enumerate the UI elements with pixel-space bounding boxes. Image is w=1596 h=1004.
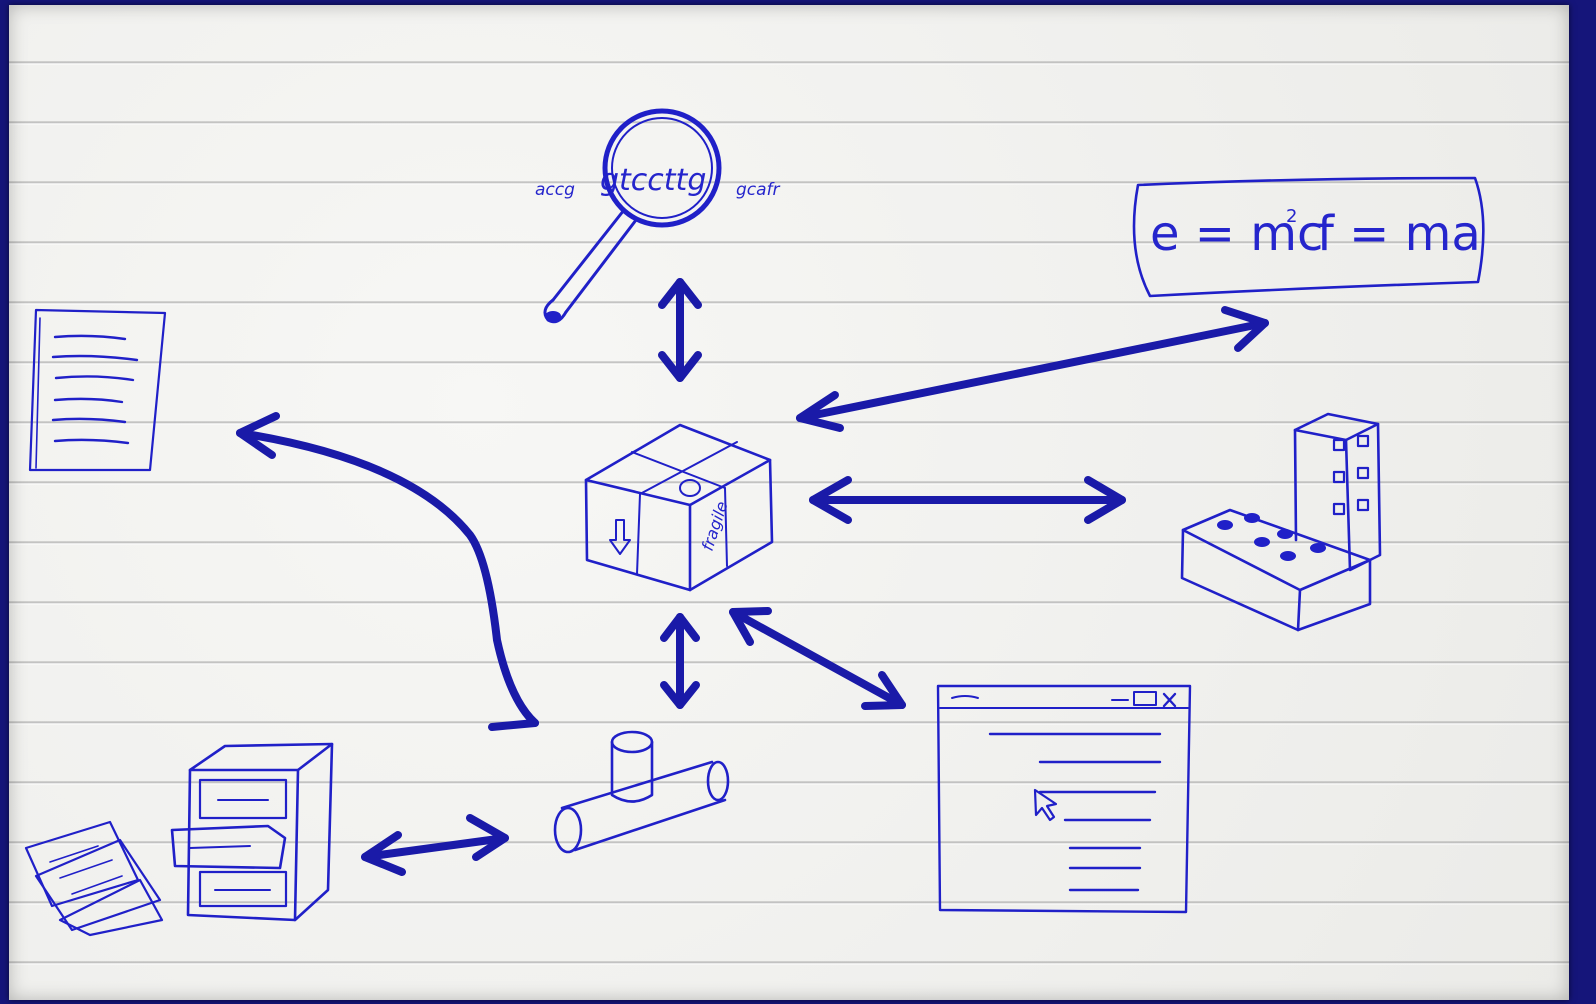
arrow-box-pipe bbox=[660, 613, 700, 709]
application-window-icon bbox=[936, 684, 1192, 914]
equation-first: e = mc bbox=[1150, 206, 1323, 262]
filing-cabinet-icon bbox=[24, 742, 334, 937]
equation-first-exponent: 2 bbox=[1286, 206, 1297, 227]
building-blocks-icon bbox=[1180, 412, 1382, 632]
sequence-left-text: accg bbox=[535, 180, 575, 200]
equation-second: f = ma bbox=[1317, 206, 1481, 262]
notebook-paper bbox=[9, 5, 1569, 1000]
sequence-focus-text: gtccttg bbox=[600, 163, 706, 198]
arrow-box-blocks bbox=[809, 476, 1126, 524]
arrow-pipe-document bbox=[236, 412, 539, 731]
arrow-magnifier-box bbox=[658, 278, 702, 382]
equation-card-icon: e = mc 2 f = ma bbox=[1132, 176, 1485, 298]
arrow-cabinet-pipe bbox=[361, 814, 509, 876]
sequence-right-text: gcafr bbox=[736, 180, 781, 200]
package-box-icon: fragile bbox=[584, 423, 774, 592]
arrow-box-equations bbox=[796, 306, 1269, 432]
document-icon bbox=[28, 308, 167, 472]
magnifier-icon: accg gtccttg gcafr bbox=[535, 108, 781, 324]
arrow-box-window bbox=[729, 607, 906, 710]
pipe-connector-icon bbox=[553, 730, 730, 854]
